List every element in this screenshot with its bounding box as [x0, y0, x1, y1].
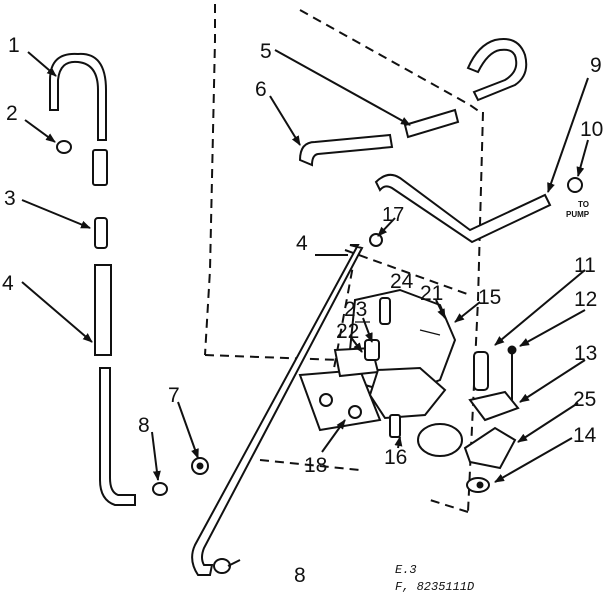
stud-11 — [473, 351, 489, 391]
pump-label: PUMP — [566, 210, 590, 219]
leader-25 — [517, 402, 579, 443]
clamp-8-bottom — [213, 558, 231, 574]
upper-hoses — [298, 38, 583, 244]
screw-16 — [389, 414, 401, 438]
leader-2 — [24, 119, 56, 143]
hose-5 — [403, 108, 460, 139]
plug-23 — [364, 339, 380, 361]
callout-16: 16 — [384, 446, 407, 469]
leader-17 — [377, 217, 396, 237]
callout-25: 25 — [573, 388, 596, 411]
clamp-2 — [56, 140, 72, 154]
right-parts — [463, 345, 520, 493]
figure-code: E.3 F, 8235111D — [395, 563, 474, 592]
callout-7: 7 — [168, 384, 180, 407]
callout-12: 12 — [574, 288, 597, 311]
hose-lower-bend — [99, 367, 136, 506]
callout-5: 5 — [260, 40, 272, 63]
cabinet-outline — [204, 4, 484, 513]
screw-24 — [379, 297, 391, 325]
leader-21 — [435, 299, 446, 319]
fitting-17 — [369, 233, 383, 247]
leader-23 — [362, 317, 373, 343]
hose-coupling — [92, 149, 108, 186]
leader-5 — [274, 49, 411, 126]
leader-15 — [454, 301, 481, 323]
callout-15: 15 — [478, 286, 501, 309]
left-hose-assembly — [49, 52, 168, 506]
callout-10: 10 — [580, 118, 603, 141]
callout-11: 11 — [574, 254, 596, 277]
leader-14 — [494, 437, 573, 483]
hose-u-bend — [466, 38, 528, 102]
callout-2: 2 — [6, 102, 18, 125]
leader-3 — [21, 199, 91, 229]
callout-14: 14 — [573, 424, 597, 447]
leader-13 — [519, 359, 586, 403]
leader-18 — [321, 419, 346, 453]
callout-13: 13 — [574, 342, 597, 365]
callout-22: 22 — [336, 320, 359, 343]
callout-6: 6 — [255, 78, 267, 101]
callout-17: 17 — [382, 204, 404, 226]
hose-9 — [374, 173, 552, 244]
elbow-6 — [298, 133, 394, 167]
callout-1: 1 — [8, 34, 20, 57]
callout-3: 3 — [4, 187, 16, 210]
leader-11 — [494, 269, 586, 346]
leader-1 — [27, 51, 57, 77]
callout-4b: 4 — [296, 232, 308, 255]
leader-8b — [227, 559, 241, 567]
callout-labels: 1 2 3 4 5 6 7 8 9 10 TO PUMP 11 12 13 25… — [2, 34, 603, 587]
callout-8b: 8 — [294, 564, 306, 587]
callout-23: 23 — [344, 298, 367, 321]
figure-code-line2: F, 8235111D — [395, 580, 474, 592]
leader-6 — [269, 95, 301, 146]
leader-22 — [349, 335, 363, 353]
hose-section-4 — [94, 264, 112, 356]
leader-16 — [394, 436, 403, 449]
leader-8a — [151, 431, 161, 481]
leader-9 — [547, 77, 589, 193]
callout-9: 9 — [590, 54, 602, 77]
figure-code-line1: E.3 — [395, 563, 417, 577]
connector-3 — [94, 217, 108, 249]
callout-8: 8 — [138, 414, 150, 437]
leader-7 — [177, 401, 199, 459]
diagonal-hose — [191, 244, 364, 576]
pump-assembly — [298, 288, 463, 457]
callout-21: 21 — [420, 282, 443, 305]
switch-13 — [468, 390, 520, 422]
leader-arrows — [21, 49, 589, 567]
callout-24: 24 — [390, 270, 414, 293]
bracket-25 — [463, 426, 517, 470]
gasket-ring — [417, 423, 463, 457]
leader-4a — [21, 281, 93, 343]
callout-18: 18 — [304, 454, 327, 477]
leader-12 — [519, 309, 586, 347]
clamp-10 — [567, 177, 583, 193]
pump-body — [368, 366, 447, 420]
to-label: TO — [578, 200, 589, 209]
callout-4: 4 — [2, 272, 14, 295]
hose-elbow-1 — [49, 52, 107, 141]
clamp-8-left — [152, 482, 168, 496]
small-fittings — [191, 233, 383, 475]
leader-10 — [576, 139, 589, 177]
